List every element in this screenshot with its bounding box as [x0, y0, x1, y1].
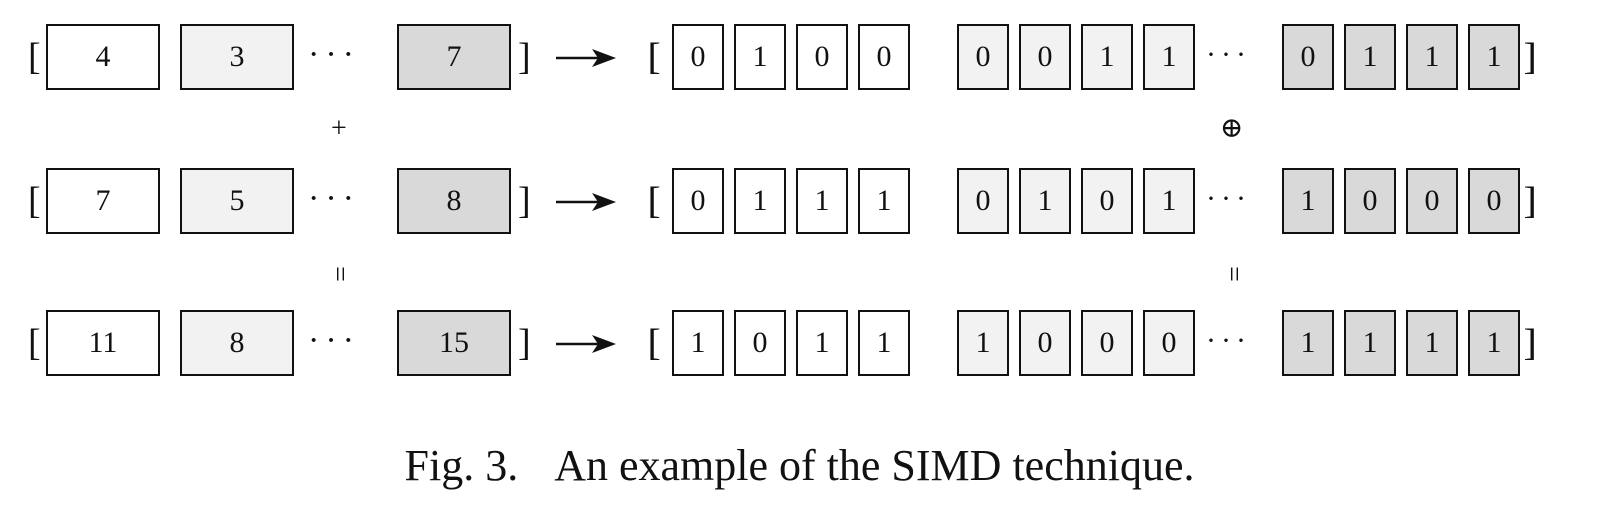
bit-box: 1: [1468, 310, 1520, 376]
xor-operator: ⊕: [1220, 113, 1244, 144]
bit-box: 1: [858, 168, 910, 234]
lane-value-box: 11: [46, 310, 160, 376]
figure-caption: Fig. 3. An example of the SIMD technique.: [0, 440, 1599, 491]
right-arrow-icon: [556, 335, 616, 353]
close-bracket: ]: [518, 36, 531, 78]
equals-operator: =: [323, 266, 355, 282]
bit-box: 0: [1019, 310, 1071, 376]
bit-box: 0: [1344, 168, 1396, 234]
bit-box: 0: [1406, 168, 1458, 234]
bit-box: 1: [858, 310, 910, 376]
bit-box: 1: [796, 310, 848, 376]
bit-box: 1: [1468, 24, 1520, 90]
lane-value-box: 8: [397, 168, 511, 234]
bit-box: 0: [1282, 24, 1334, 90]
caption-label: Fig. 3.: [404, 441, 519, 490]
bit-box: 0: [796, 24, 848, 90]
caption-text: An example of the SIMD technique.: [554, 441, 1195, 490]
bit-box: 0: [1143, 310, 1195, 376]
open-bracket: [: [28, 36, 41, 78]
equals-operator: =: [1217, 266, 1249, 282]
bit-box: 0: [1081, 310, 1133, 376]
ellipsis: ···: [308, 180, 360, 217]
bit-box: 0: [1081, 168, 1133, 234]
ellipsis: ···: [308, 322, 360, 359]
bit-box: 0: [1019, 24, 1071, 90]
bit-box: 1: [796, 168, 848, 234]
bit-box: 1: [1143, 24, 1195, 90]
bit-box: 1: [957, 310, 1009, 376]
lane-value-box: 15: [397, 310, 511, 376]
open-bracket: [: [28, 322, 41, 364]
bit-box: 1: [672, 310, 724, 376]
bit-box: 1: [1282, 310, 1334, 376]
bit-box: 0: [957, 24, 1009, 90]
lane-value-box: 5: [180, 168, 294, 234]
lane-value-box: 7: [46, 168, 160, 234]
open-bracket: [: [28, 180, 41, 222]
bit-box: 1: [1143, 168, 1195, 234]
bit-box: 0: [1468, 168, 1520, 234]
right-arrow-icon: [556, 49, 616, 67]
ellipsis: ···: [1206, 38, 1251, 71]
right-arrow-icon: [556, 193, 616, 211]
plus-operator: +: [331, 113, 347, 144]
lane-value-box: 4: [46, 24, 160, 90]
bit-box: 1: [1406, 24, 1458, 90]
bit-box: 0: [672, 24, 724, 90]
bit-box: 1: [1344, 24, 1396, 90]
bit-box: 1: [1406, 310, 1458, 376]
lane-value-box: 3: [180, 24, 294, 90]
ellipsis: ···: [308, 36, 360, 73]
bit-box: 1: [1344, 310, 1396, 376]
ellipsis: ···: [1206, 182, 1251, 215]
bit-box: 1: [734, 168, 786, 234]
bit-box: 1: [1081, 24, 1133, 90]
bit-box: 0: [858, 24, 910, 90]
ellipsis: ···: [1206, 324, 1251, 357]
close-bracket: ]: [518, 180, 531, 222]
bit-box: 1: [1282, 168, 1334, 234]
close-bracket: ]: [518, 322, 531, 364]
bit-box: 1: [734, 24, 786, 90]
bit-box: 1: [1019, 168, 1071, 234]
lane-value-box: 7: [397, 24, 511, 90]
bit-box: 0: [672, 168, 724, 234]
lane-value-box: 8: [180, 310, 294, 376]
bit-box: 0: [957, 168, 1009, 234]
bit-box: 0: [734, 310, 786, 376]
